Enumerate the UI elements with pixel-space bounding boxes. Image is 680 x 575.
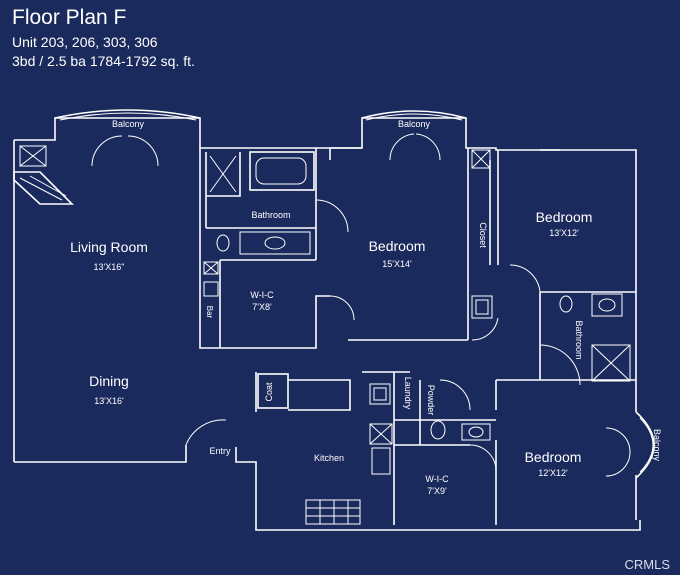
plan-title: Floor Plan F <box>12 6 127 29</box>
label-living-room: Living Room <box>70 239 148 255</box>
size-bedroom-1: 15'X14' <box>382 259 412 269</box>
balcony-mid <box>361 110 467 161</box>
label-bedroom-3: Bedroom <box>525 449 582 465</box>
label-entry: Entry <box>209 446 231 456</box>
plan-summary: 3bd / 2.5 ba 1784-1792 sq. ft. <box>12 53 195 69</box>
bath1-block <box>199 148 355 349</box>
label-dining: Dining <box>89 373 129 389</box>
label-balcony-right: Balcony <box>652 429 662 462</box>
bedroom1-walls <box>315 147 499 341</box>
label-powder: Powder <box>426 385 436 416</box>
kitchen-block <box>185 371 496 525</box>
bedroom3-walls <box>394 379 636 525</box>
label-bathroom-1: Bathroom <box>251 210 290 220</box>
label-bar: Bar <box>205 306 214 319</box>
watermark: CRMLS <box>624 557 670 572</box>
label-wic-2: W-I-C <box>425 474 449 484</box>
room-labels: Living Room 13'X16" Dining 13'X16' Balco… <box>70 119 662 496</box>
label-balcony-mid: Balcony <box>398 119 431 129</box>
balcony-right <box>605 411 655 479</box>
balcony-left <box>54 109 201 167</box>
size-bedroom-3: 12'X12' <box>538 468 568 478</box>
label-laundry: Laundry <box>403 377 413 410</box>
unit-numbers: Unit 203, 206, 303, 306 <box>12 34 158 50</box>
size-wic-1: 7'X8' <box>252 302 272 312</box>
label-kitchen: Kitchen <box>314 453 344 463</box>
size-wic-2: 7'X9' <box>427 486 447 496</box>
bedroom2-walls <box>497 149 636 386</box>
label-bedroom-1: Bedroom <box>369 238 426 254</box>
size-living-room: 13'X16" <box>94 262 125 272</box>
label-bathroom-2: Bathroom <box>574 320 584 359</box>
size-bedroom-2: 13'X12' <box>549 228 579 238</box>
label-coat: Coat <box>264 382 274 402</box>
label-bedroom-2: Bedroom <box>536 209 593 225</box>
label-balcony-left: Balcony <box>112 119 145 129</box>
label-wic-1: W-I-C <box>250 290 274 300</box>
fireplace <box>13 145 74 205</box>
size-dining: 13'X16' <box>94 396 124 406</box>
label-closet: Closet <box>478 222 488 248</box>
